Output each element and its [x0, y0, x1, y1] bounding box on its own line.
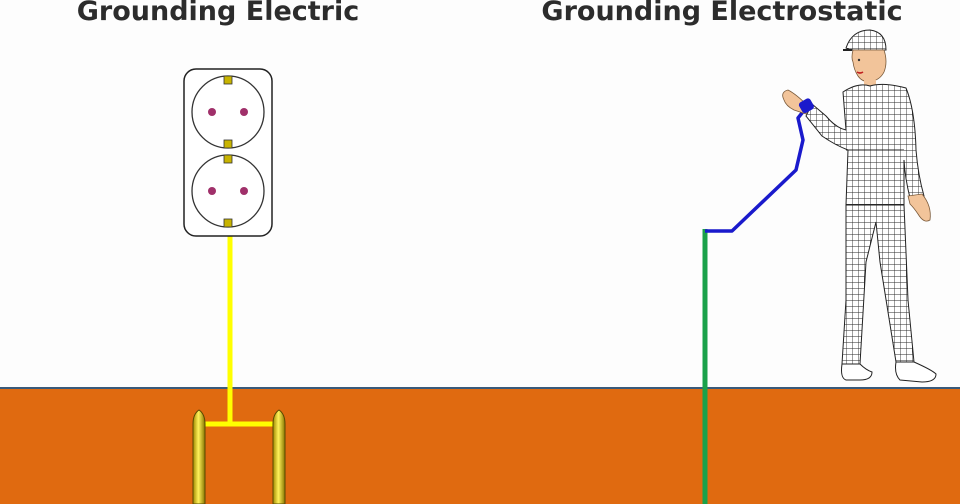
electric-ground-wire	[199, 232, 279, 427]
title-grounding-electrostatic: Grounding Electrostatic	[541, 0, 902, 27]
worker-figure-icon	[782, 29, 937, 383]
ground-rod-icon	[192, 409, 286, 504]
double-socket-icon	[183, 68, 273, 237]
title-grounding-electric: Grounding Electric	[77, 0, 360, 27]
ground-soil	[0, 388, 960, 504]
wrist-strap-cord	[705, 106, 808, 233]
